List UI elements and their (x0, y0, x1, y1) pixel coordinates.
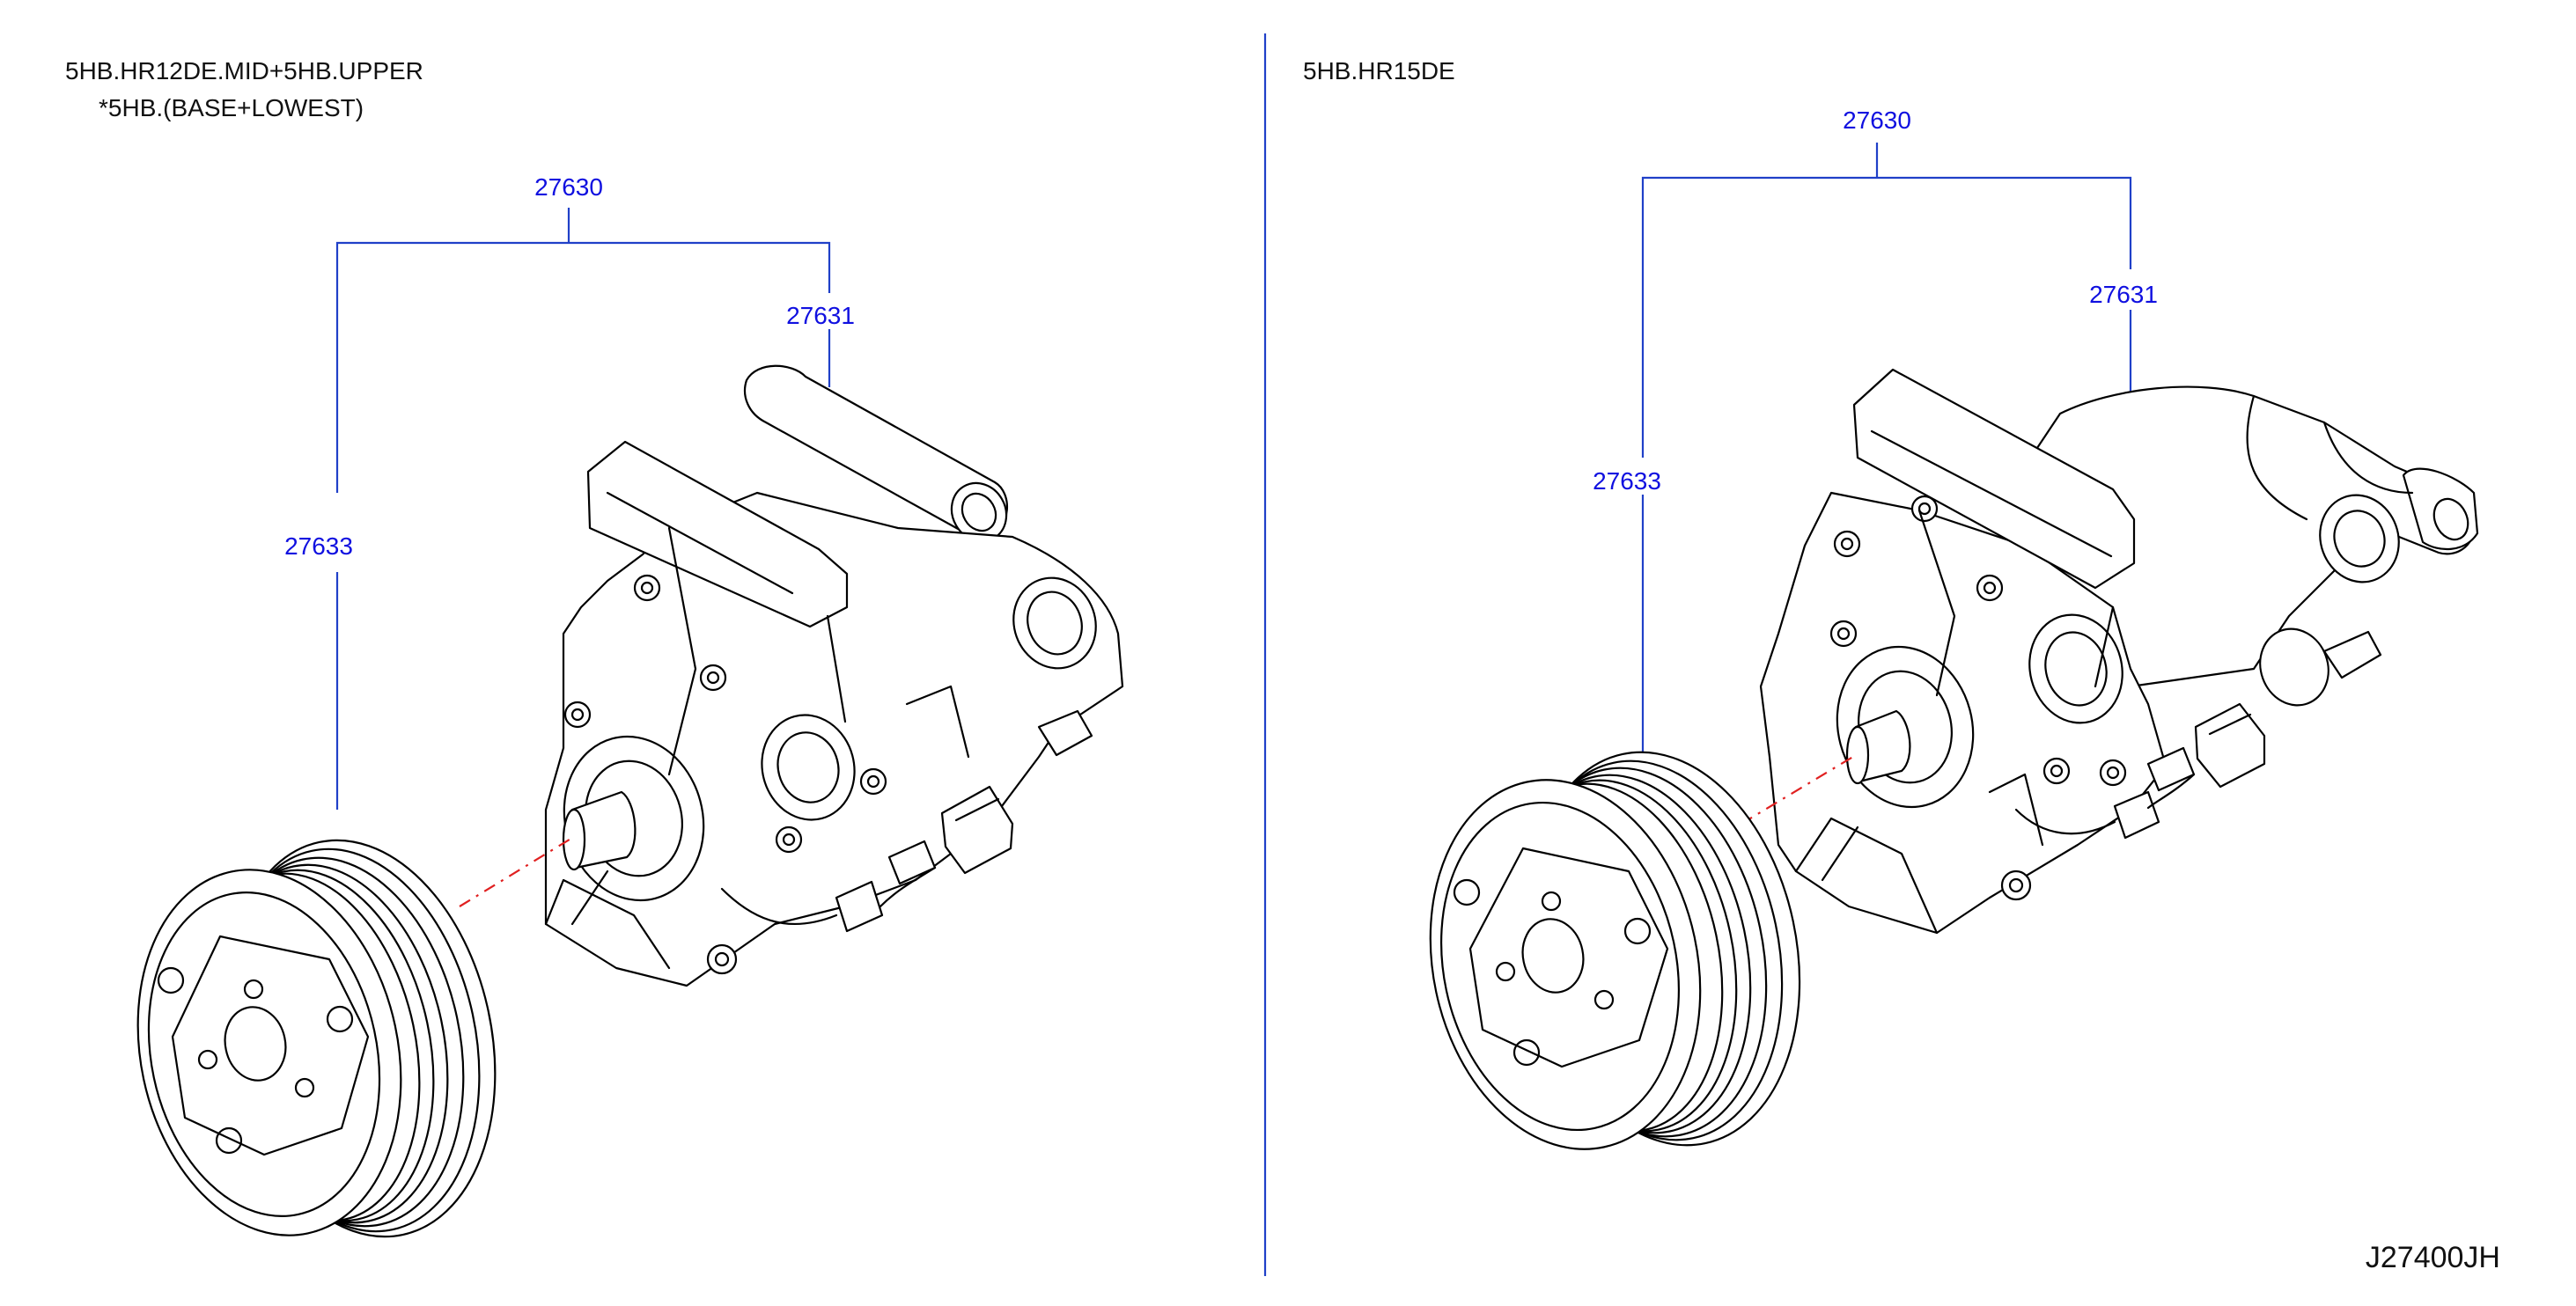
panel-left: 5HB.HR12DE.MID+5HB.UPPER *5HB.(BASE+LOWE… (65, 57, 1124, 1238)
callout-27631-left[interactable]: 27631 (786, 302, 855, 329)
panel-right-title-line1: 5HB.HR15DE (1303, 57, 1455, 84)
axis-left (459, 837, 573, 907)
panel-left-title-line2: *5HB.(BASE+LOWEST) (99, 94, 364, 121)
diagram-code: J27400JH (2366, 1241, 2500, 1274)
panel-right: 5HB.HR15DE 27630 27631 27633 (1303, 57, 2479, 1150)
callout-27630-left[interactable]: 27630 (534, 173, 603, 201)
compressor-left (544, 364, 1124, 987)
callout-27633-left[interactable]: 27633 (284, 532, 353, 560)
panel-right-leaders (1641, 143, 2132, 755)
axis-right (1741, 754, 1857, 825)
clutch-pulley-right (1429, 751, 1801, 1150)
clutch-pulley-left (136, 839, 497, 1238)
panel-left-leaders (335, 208, 831, 810)
callout-27631-right[interactable]: 27631 (2089, 281, 2158, 308)
compressor-right (1759, 368, 2479, 935)
callout-27630-right[interactable]: 27630 (1843, 106, 1911, 134)
callout-27633-right[interactable]: 27633 (1593, 467, 1661, 495)
panel-left-title-line1: 5HB.HR12DE.MID+5HB.UPPER (65, 57, 423, 84)
